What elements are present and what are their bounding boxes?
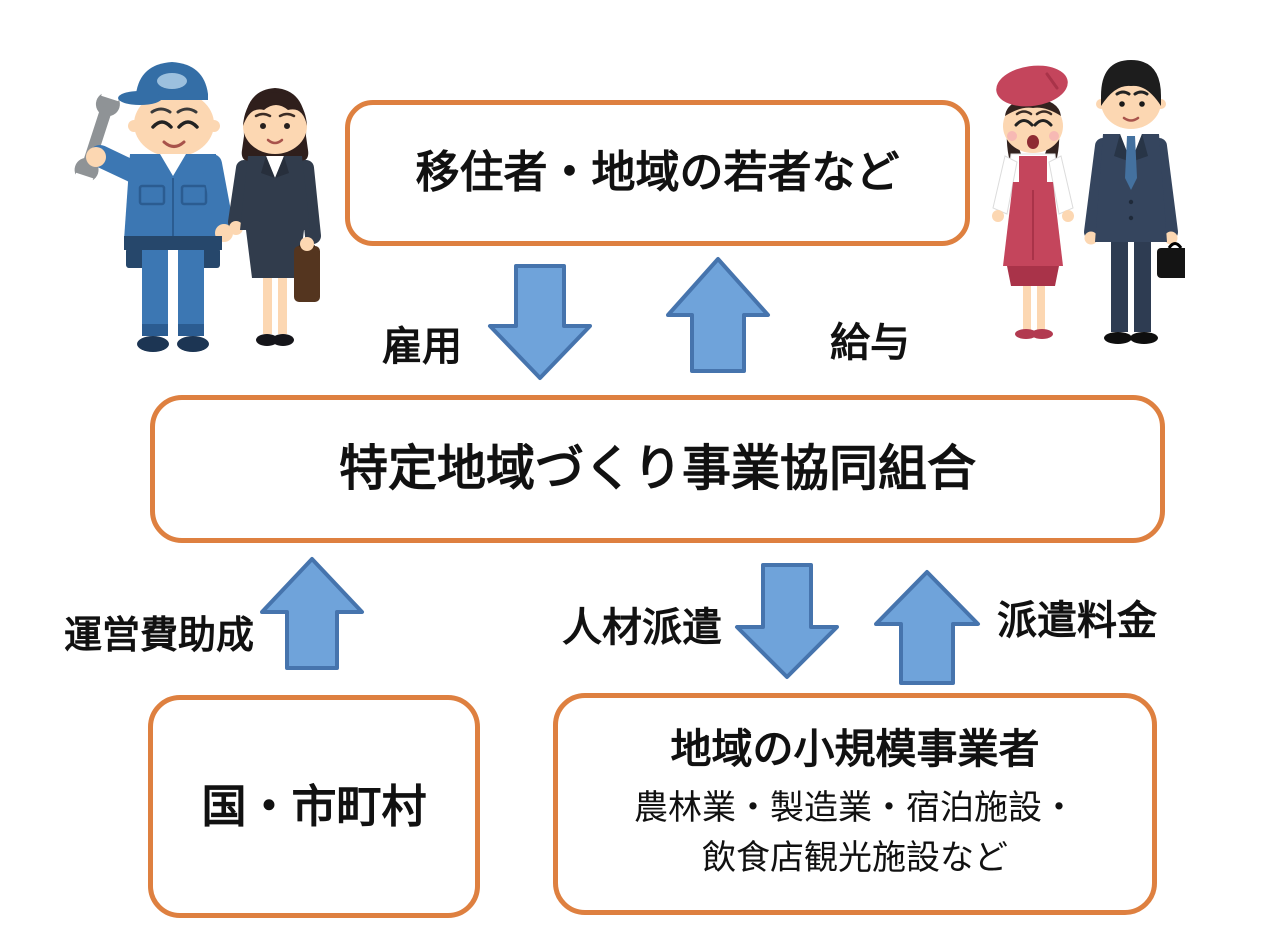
small-business-box-subtitle-line1: 農林業・製造業・宿泊施設・ bbox=[634, 789, 1076, 828]
operating-subsidy-up-arrow-icon bbox=[260, 557, 364, 670]
operating-subsidy-arrow-label: 運営費助成 bbox=[64, 615, 255, 657]
salary-up-arrow-icon bbox=[666, 257, 770, 373]
migrants-box: 移住者・地域の若者など bbox=[345, 100, 970, 246]
small-business-box: 地域の小規模事業者 農林業・製造業・宿泊施設・ 飲食店観光施設など bbox=[553, 693, 1157, 915]
small-business-box-subtitle-line2: 飲食店観光施設など bbox=[702, 838, 1008, 877]
mechanic-figure bbox=[72, 62, 234, 352]
government-box: 国・市町村 bbox=[148, 695, 480, 918]
government-box-label: 国・市町村 bbox=[201, 780, 427, 832]
employment-down-arrow-icon bbox=[488, 264, 592, 380]
mechanic-and-businesswoman-illustration bbox=[72, 62, 321, 352]
businesswoman-figure bbox=[228, 88, 321, 346]
employment-arrow-label: 雇用 bbox=[382, 325, 462, 369]
businessman-figure bbox=[1084, 60, 1185, 344]
shopkeeper-figure bbox=[992, 65, 1074, 339]
dispatch-fee-up-arrow-icon bbox=[874, 570, 980, 685]
cooperative-box-label: 特定地域づくり事業協同組合 bbox=[338, 441, 976, 496]
staff-dispatch-arrow-label: 人材派遣 bbox=[562, 606, 722, 650]
cooperative-box: 特定地域づくり事業協同組合 bbox=[150, 395, 1165, 543]
small-business-box-title: 地域の小規模事業者 bbox=[670, 726, 1040, 773]
migrants-box-label: 移住者・地域の若者など bbox=[415, 147, 900, 197]
dispatch-fee-arrow-label: 派遣料金 bbox=[997, 599, 1157, 643]
staff-dispatch-down-arrow-icon bbox=[735, 563, 839, 679]
shopkeeper-and-businessman-illustration bbox=[992, 60, 1185, 344]
salary-arrow-label: 給与 bbox=[830, 321, 910, 365]
